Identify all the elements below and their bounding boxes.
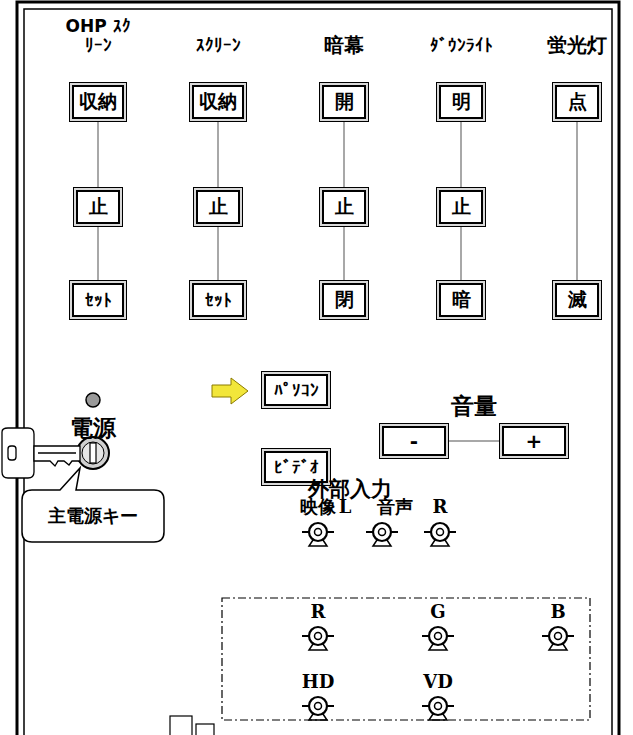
latch: [170, 716, 214, 735]
button-face: 止: [322, 190, 366, 224]
button-face: 開: [322, 85, 366, 119]
button-face: 滅: [555, 283, 599, 317]
button-label: ｾｯﾄ: [85, 290, 112, 310]
terminal-label: HD: [302, 672, 335, 692]
jack-group: [302, 523, 574, 720]
jack: [424, 523, 456, 546]
power-led: [86, 393, 100, 407]
jack: [366, 523, 398, 546]
button-label: 点: [568, 89, 587, 115]
callout-text: 主電源キー: [48, 504, 138, 528]
button-face: 閉: [322, 283, 366, 317]
panel-button: 止: [436, 187, 486, 227]
terminal-label: B: [550, 602, 565, 622]
panel-button: ﾊﾟｿｺﾝ: [261, 371, 331, 409]
button-label: ﾊﾟｿｺﾝ: [274, 380, 319, 400]
jack: [302, 627, 334, 650]
button-link-line: [97, 227, 99, 280]
callout-bubble: 主電源キー: [22, 490, 164, 542]
button-face: -: [382, 426, 446, 456]
button-label: 滅: [568, 287, 587, 313]
button-face: 明: [439, 85, 483, 119]
button-link-line: [217, 227, 219, 280]
button-face: ﾊﾟｿｺﾝ: [264, 374, 328, 406]
button-label: ﾋﾞﾃﾞｵ: [274, 457, 319, 477]
jack: [542, 627, 574, 650]
panel-button: 暗: [436, 280, 486, 320]
panel-button: 止: [193, 187, 243, 227]
button-label: 止: [209, 194, 228, 220]
terminal-label: R: [311, 602, 326, 622]
button-link-line: [460, 122, 462, 187]
button-face: 止: [196, 190, 240, 224]
column-heading: 暗幕: [324, 34, 364, 56]
button-label: 収納: [79, 89, 117, 115]
button-face: 収納: [72, 85, 124, 119]
button-link-line: [576, 122, 578, 280]
button-face: +: [502, 426, 566, 456]
panel-button: 滅: [552, 280, 602, 320]
button-label: -: [410, 429, 418, 453]
column-heading: ﾀﾞｳﾝﾗｲﾄ: [430, 36, 493, 55]
panel-button: 収納: [69, 82, 127, 122]
panel-button: ｾｯﾄ: [69, 280, 127, 320]
select-arrow: [212, 378, 248, 404]
rgb-group-frame: [222, 598, 590, 720]
button-label: 開: [335, 89, 354, 115]
button-face: 暗: [439, 283, 483, 317]
terminal-label: 音声: [377, 497, 413, 517]
button-link-line: [217, 122, 219, 187]
panel-button: 点: [552, 82, 602, 122]
jack: [302, 697, 334, 720]
button-label: 閉: [335, 287, 354, 313]
jack: [422, 627, 454, 650]
panel-button: 止: [73, 187, 123, 227]
button-link-line: [449, 440, 499, 442]
panel-button: +: [499, 423, 569, 459]
button-label: 明: [452, 89, 471, 115]
column-heading: OHP ｽｸﾘｰﾝ: [63, 17, 133, 54]
terminal-label: L: [339, 497, 352, 517]
button-face: 止: [76, 190, 120, 224]
button-link-line: [460, 227, 462, 280]
button-face: 止: [439, 190, 483, 224]
button-face: ｾｯﾄ: [192, 283, 244, 317]
terminal-label: 映像: [300, 497, 336, 517]
panel-inner: [24, 9, 612, 735]
terminal-label: VD: [423, 672, 453, 692]
button-label: 止: [452, 194, 471, 220]
button-link-line: [343, 227, 345, 280]
panel-button: 閉: [319, 280, 369, 320]
panel-button: 収納: [189, 82, 247, 122]
button-face: 点: [555, 85, 599, 119]
jack: [302, 523, 334, 546]
button-label: 収納: [199, 89, 237, 115]
terminal-label: G: [430, 602, 445, 622]
jack: [422, 697, 454, 720]
panel-outer: [17, 2, 619, 735]
button-label: 止: [89, 194, 108, 220]
button-label: 止: [335, 194, 354, 220]
button-face: ｾｯﾄ: [72, 283, 124, 317]
button-label: +: [526, 429, 543, 453]
column-heading: 蛍光灯: [547, 34, 607, 56]
button-label: 暗: [452, 287, 471, 313]
panel-label: 電源: [70, 416, 116, 441]
panel-button: -: [379, 423, 449, 459]
column-heading: ｽｸﾘｰﾝ: [196, 36, 241, 55]
panel-button: ｾｯﾄ: [189, 280, 247, 320]
button-label: ｾｯﾄ: [205, 290, 232, 310]
panel-button: 開: [319, 82, 369, 122]
button-link-line: [343, 122, 345, 187]
panel-button: 明: [436, 82, 486, 122]
key: [2, 428, 80, 478]
panel-button: 止: [319, 187, 369, 227]
button-link-line: [97, 122, 99, 187]
panel-label: 音量: [451, 394, 497, 419]
key-switch: [77, 437, 109, 469]
terminal-label: R: [433, 497, 448, 517]
button-face: 収納: [192, 85, 244, 119]
